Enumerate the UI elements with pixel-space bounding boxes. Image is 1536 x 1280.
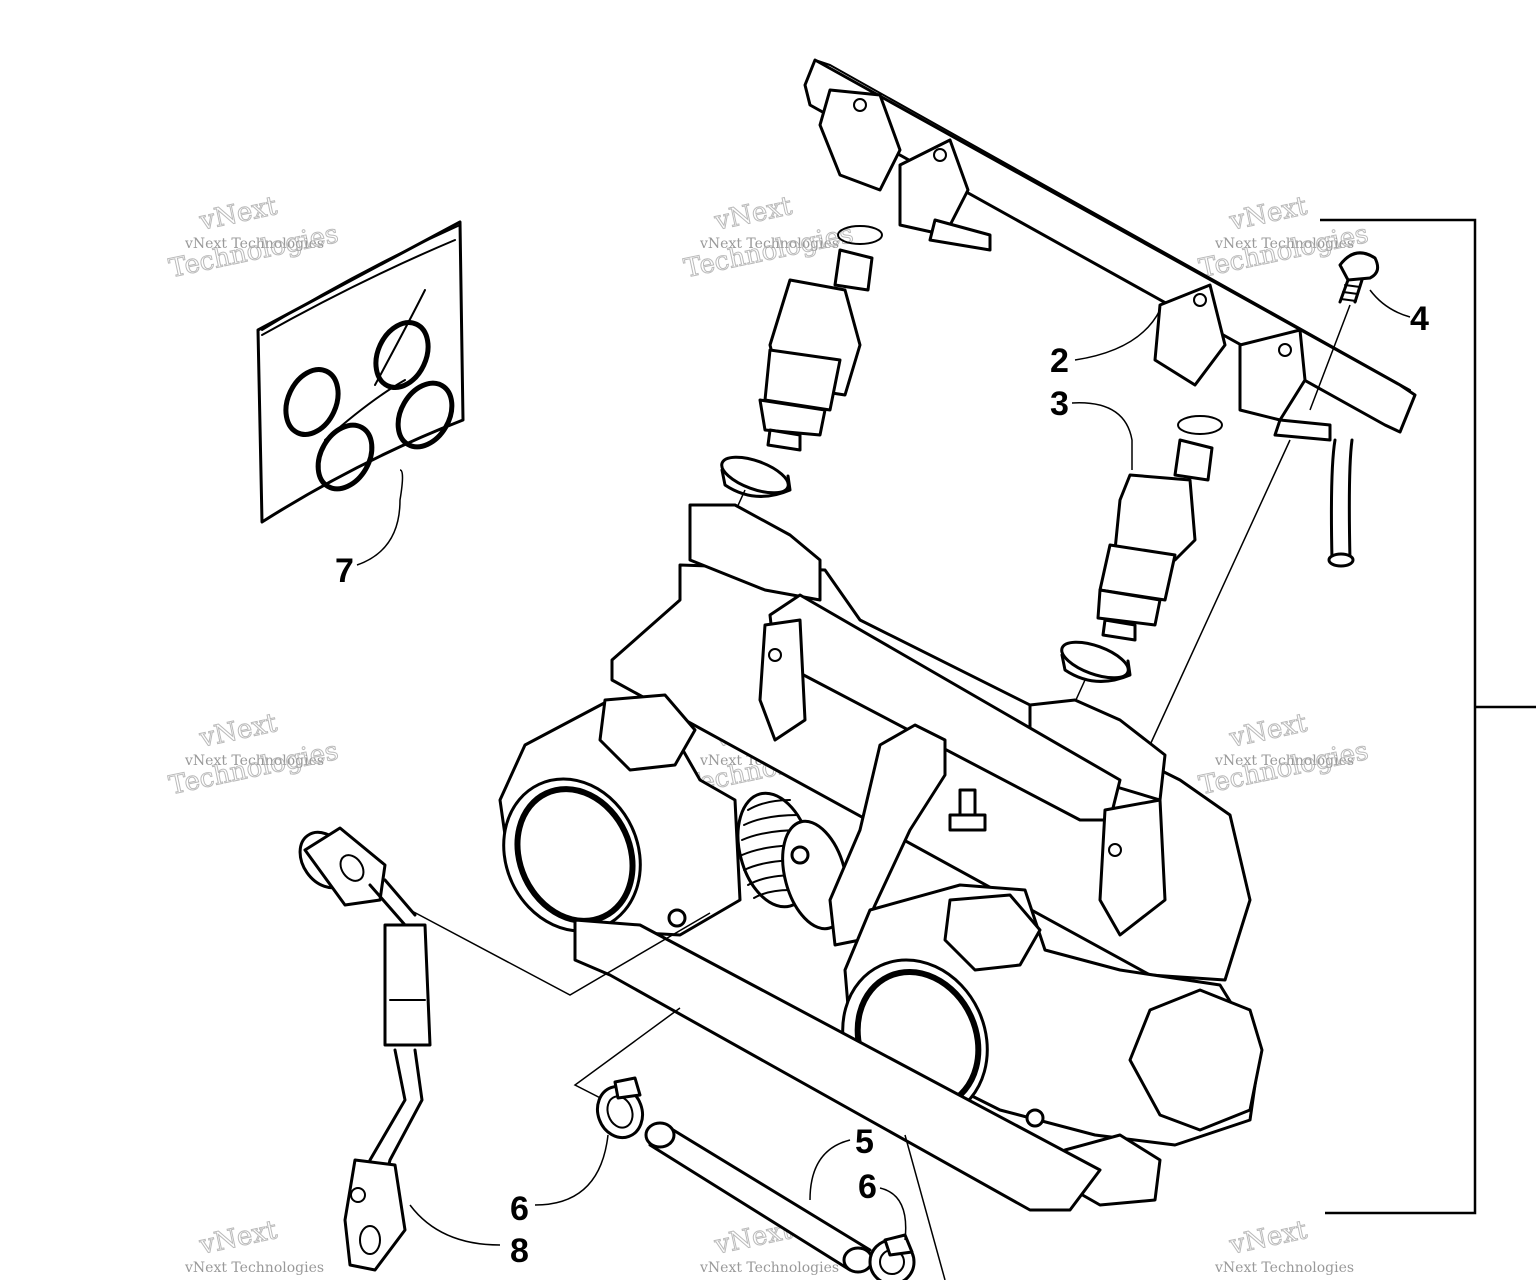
watermark-mid-right: vNext vNext Technologies Technologies bbox=[1196, 708, 1372, 802]
watermark-company: vNext Technologies bbox=[1214, 753, 1354, 769]
leader-6a bbox=[534, 1134, 609, 1206]
screw-axis-line bbox=[1309, 304, 1351, 411]
watermark-brand-1: vNext bbox=[196, 191, 280, 237]
leader-link-8 bbox=[409, 909, 711, 996]
watermark-brand-1: vNext bbox=[196, 708, 280, 754]
watermark-company: vNext Technologies bbox=[1214, 1260, 1354, 1276]
watermark-brand-1: vNext bbox=[1226, 191, 1310, 237]
fuel-injector-left[interactable] bbox=[758, 225, 883, 452]
callout-3[interactable]: 3 bbox=[1050, 385, 1069, 423]
watermark-brand-1: vNext bbox=[1226, 1215, 1310, 1261]
injector-seal-left[interactable] bbox=[717, 450, 792, 500]
watermark-company: vNext Technologies bbox=[184, 236, 324, 252]
callout-6-lower[interactable]: 6 bbox=[858, 1168, 877, 1206]
leader-7 bbox=[356, 469, 404, 566]
callout-6-upper[interactable]: 6 bbox=[510, 1190, 529, 1228]
watermark-top-left: vNext vNext Technologies Technologies bbox=[166, 191, 342, 285]
rail-axis-right bbox=[1149, 439, 1291, 746]
fuel-rail[interactable] bbox=[803, 58, 1417, 568]
assembly-bracket bbox=[1320, 218, 1536, 1215]
watermark-company: vNext Technologies bbox=[184, 753, 324, 769]
gasket-kit-package[interactable] bbox=[256, 220, 465, 524]
hose-clamp-upper[interactable] bbox=[590, 1076, 649, 1144]
leader-4 bbox=[1369, 289, 1411, 318]
callout-5[interactable]: 5 bbox=[855, 1123, 874, 1161]
hose-part[interactable] bbox=[644, 1121, 874, 1274]
leader-8 bbox=[409, 1204, 501, 1246]
watermark-brand-1: vNext bbox=[1226, 708, 1310, 754]
watermark-company: vNext Technologies bbox=[1214, 236, 1354, 252]
callout-7[interactable]: 7 bbox=[335, 552, 354, 590]
linkage-rod[interactable] bbox=[290, 823, 432, 1272]
injector-seal-right[interactable] bbox=[1057, 635, 1132, 685]
watermark-top-mid: vNext vNext Technologies Technologies bbox=[681, 191, 857, 285]
watermark-company: vNext Technologies bbox=[699, 1260, 839, 1276]
watermark-brand-2: Technologies bbox=[681, 219, 856, 284]
throttle-body-assembly[interactable] bbox=[479, 503, 1264, 1212]
leader-6b bbox=[879, 1187, 907, 1241]
watermark-bottom-left: vNext vNext Technologies bbox=[184, 1215, 324, 1276]
watermark-company: vNext Technologies bbox=[184, 1260, 324, 1276]
callout-2[interactable]: 2 bbox=[1050, 342, 1069, 380]
leader-5 bbox=[809, 1139, 851, 1201]
callout-8[interactable]: 8 bbox=[510, 1232, 529, 1270]
watermark-brand-1: vNext bbox=[711, 191, 795, 237]
fuel-injector-right[interactable] bbox=[1096, 415, 1223, 642]
leader-3 bbox=[1071, 402, 1133, 470]
callout-4[interactable]: 4 bbox=[1410, 300, 1429, 338]
leader-2 bbox=[1074, 309, 1161, 361]
watermark-bottom-right: vNext vNext Technologies bbox=[1214, 1215, 1354, 1276]
watermark-brand-1: vNext bbox=[196, 1215, 280, 1261]
watermark-brand-2: Technologies bbox=[166, 219, 341, 284]
watermark-mid-left: vNext vNext Technologies Technologies bbox=[166, 708, 342, 802]
leader-bottom-mid bbox=[904, 1134, 946, 1280]
watermark-company: vNext Technologies bbox=[699, 236, 839, 252]
screw-part[interactable] bbox=[1338, 251, 1380, 304]
hose-clamp-lower[interactable] bbox=[868, 1233, 916, 1280]
watermark-brand-2: Technologies bbox=[166, 736, 341, 801]
watermark-brand-2: Technologies bbox=[1196, 736, 1371, 801]
